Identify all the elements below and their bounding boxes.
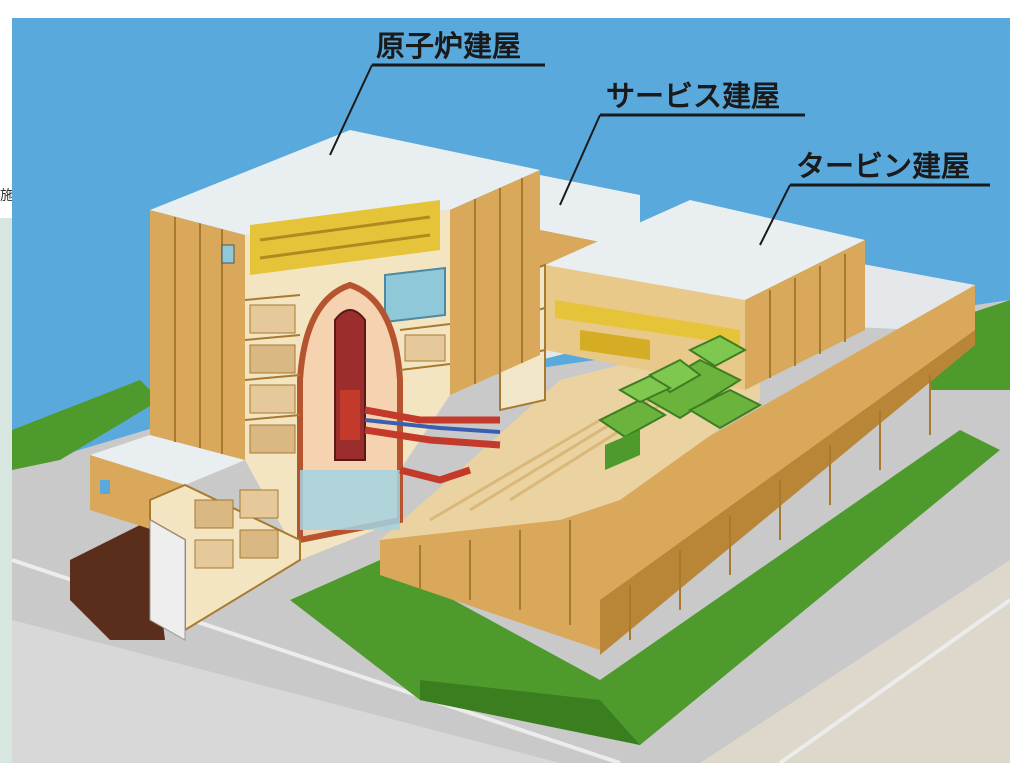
road-strip-right (700, 560, 1010, 763)
leader-line-service (559, 114, 601, 206)
reactor-annex-roof (90, 435, 245, 485)
callout-service-building: サービス建屋 (559, 79, 805, 206)
reactor-crane-girders (259, 215, 431, 260)
turbine-upper-wall-panels (769, 254, 846, 378)
turbine-generator-set (598, 334, 763, 470)
turbine-upper-right-wall (745, 240, 865, 390)
reactor-interior-floors (244, 294, 451, 421)
feedwater-pipes (364, 418, 501, 434)
reactor-tower-right-wall (450, 170, 540, 395)
callout-reactor-building: 原子炉建屋 (329, 29, 545, 156)
road-line-right (778, 598, 1010, 763)
turbine-wall-panels (419, 375, 931, 640)
reactor-tower-left-panels (174, 217, 223, 454)
reactor-left-rooms (249, 304, 446, 454)
reactor-core (340, 390, 360, 440)
turbine-crane-trolley (580, 330, 650, 360)
suppression-pool (300, 470, 400, 530)
callout-turbine-building: タービン建屋 (759, 149, 990, 246)
left-margin-strip (0, 218, 14, 763)
turbine-overhead-crane (555, 300, 740, 345)
label-reactor-building: 原子炉建屋 (376, 29, 521, 63)
excavation-pit (70, 520, 165, 640)
reactor-tower-window (221, 244, 235, 264)
reactor-basement-wall (149, 519, 186, 641)
grass-left (12, 380, 160, 470)
spent-fuel-pool (384, 266, 446, 324)
road-strip (12, 620, 560, 763)
grass-front-shade (420, 680, 640, 745)
turbine-base-front-wall-shade (600, 330, 975, 655)
main-steam-pipes (364, 406, 501, 484)
reactor-basement-rooms (194, 489, 279, 569)
reactor-refueling-crane (250, 200, 440, 275)
turbine-upper-roof (545, 200, 865, 300)
grass-front (290, 430, 1000, 745)
label-turbine-building: タービン建屋 (796, 149, 970, 183)
turbine-base-front-wall (380, 285, 975, 650)
label-service-building: サービス建屋 (606, 79, 780, 113)
leader-line-turbine (759, 184, 791, 246)
edge-fragment-text: 施 (0, 188, 14, 204)
reactor-tower-right-panels (474, 178, 523, 384)
reactor-tower-roof (150, 130, 540, 235)
leader-line-reactor (329, 64, 373, 156)
reactor-annex-window (100, 480, 110, 494)
